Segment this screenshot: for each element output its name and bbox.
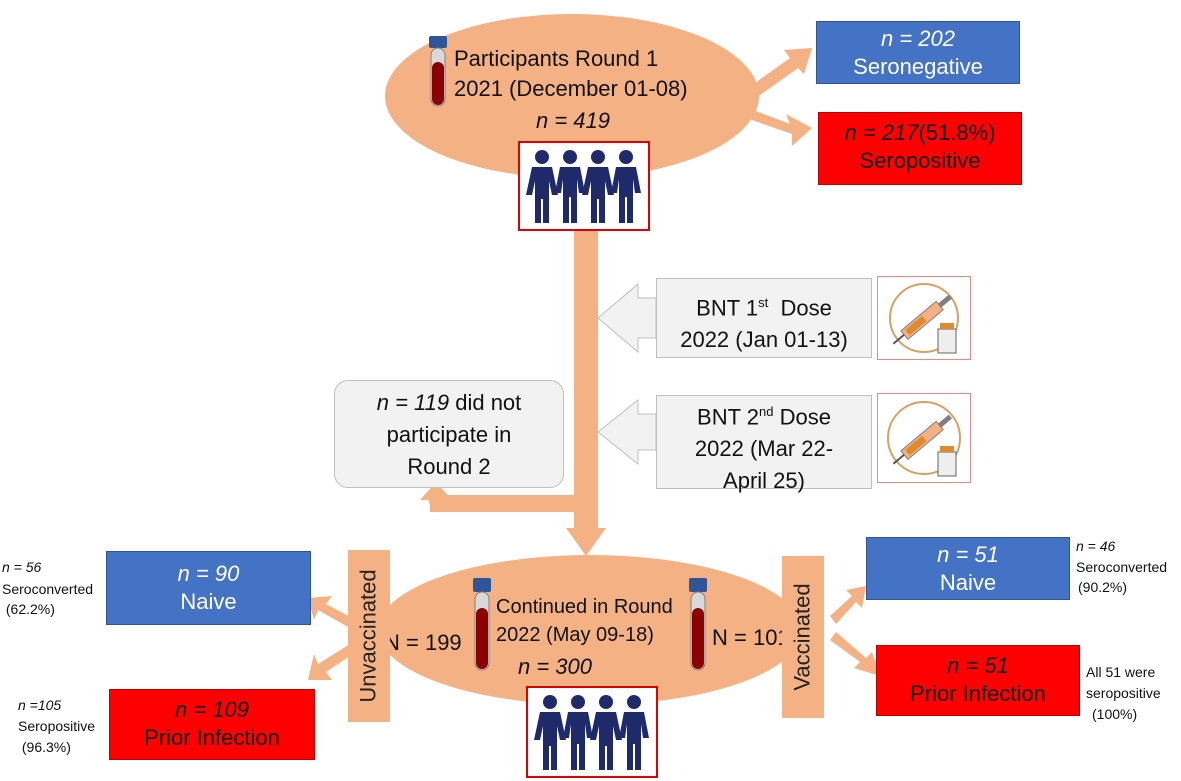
- round1-title-line2: 2021 (December 01-08): [454, 76, 688, 101]
- vaccinated-arrows: [830, 586, 880, 676]
- unvaccinated-naive-n: n = 90: [177, 561, 240, 586]
- test-tube-icon: [428, 36, 448, 115]
- unvaccinated-prior-note-n: n =105: [18, 697, 62, 713]
- seronegative-n: n = 202: [880, 26, 955, 51]
- vaccinated-naive-note-pct: (90.2%): [1078, 579, 1128, 595]
- unvaccinated-prior-n: n = 109: [174, 697, 249, 722]
- vaccinated-count: N = 101: [712, 625, 790, 650]
- vaccinated-label: Vaccinated: [782, 556, 824, 718]
- seropositive-box: n = 217(51.8%) Seropositive: [818, 112, 1022, 185]
- vertical-connector: [574, 228, 598, 528]
- vaccinated-prior-box: n = 51 Prior Infection: [876, 645, 1080, 716]
- dose2-box: BNT 2nd Dose 2022 (Mar 22- April 25): [656, 395, 872, 493]
- dropout-line2: participate in: [386, 422, 512, 447]
- dropout-box: n = 119 did not participate in Round 2: [334, 380, 564, 488]
- unvaccinated-naive-box: n = 90 Naive: [106, 551, 311, 625]
- dose1-arrow: [597, 282, 657, 354]
- dose1-suffix: Dose: [768, 295, 832, 321]
- seropositive-n: n = 217: [844, 120, 919, 145]
- people-group-icon: [518, 141, 650, 231]
- vaccinated-naive-note-label: Seroconverted: [1076, 559, 1168, 575]
- round1-split-arrows: [748, 48, 812, 146]
- arrow-down-round2: [566, 528, 606, 556]
- dose1-box: BNT 1st Dose 2022 (Jan 01-13): [656, 278, 872, 358]
- dropout-line1-rest: did not: [449, 390, 522, 415]
- unvaccinated-label: Unvaccinated: [348, 550, 390, 722]
- vaccine-syringe-icon: [877, 276, 971, 360]
- vaccinated-prior-n: n = 51: [947, 653, 1009, 678]
- seronegative-label: Seronegative: [853, 54, 983, 79]
- unvaccinated-naive-note-label: Seroconverted: [2, 581, 94, 597]
- vaccinated-naive-box: n = 51 Naive: [866, 537, 1070, 600]
- round1-title-line1: Participants Round 1: [454, 46, 659, 71]
- test-tube-icon: [472, 578, 492, 679]
- people-group-icon: [526, 686, 658, 778]
- dropout-n: n = 119: [376, 390, 450, 415]
- vaccinated-prior-label: Prior Infection: [910, 681, 1046, 706]
- dose1-date: 2022 (Jan 01-13): [680, 327, 848, 353]
- vaccinated-prior-note-line1: All 51 were: [1086, 664, 1156, 680]
- round2-n: n = 300: [518, 654, 593, 679]
- unvaccinated-count: N = 199: [384, 630, 462, 655]
- dropout-line3: Round 2: [407, 454, 491, 479]
- unvaccinated-naive-note-pct: (62.2%): [2, 601, 55, 617]
- dose1-sup: st: [758, 295, 769, 310]
- unvaccinated-prior-note-pct: (96.3%): [18, 739, 71, 755]
- round2-title-line2: 2022 (May 09-18): [496, 624, 654, 646]
- dose2-prefix: BNT 2: [697, 404, 759, 430]
- round1-ellipse: [385, 14, 759, 178]
- vaccinated-prior-note-line2: seropositive: [1086, 685, 1161, 701]
- unvaccinated-naive-label: Naive: [180, 589, 237, 614]
- vaccinated-prior-note-line3: (100%): [1092, 706, 1138, 722]
- round1-n: n = 419: [536, 108, 611, 133]
- unvaccinated-prior-label: Prior Infection: [144, 725, 280, 750]
- seropositive-label: Seropositive: [859, 148, 981, 173]
- vaccinated-naive-label: Naive: [939, 570, 997, 595]
- dose2-sup: nd: [759, 404, 774, 419]
- unvaccinated-prior-note-label: Seropositive: [18, 718, 96, 734]
- dose2-suffix: Dose: [773, 404, 831, 430]
- unvaccinated-prior-box: n = 109 Prior Infection: [109, 689, 315, 760]
- dose1-prefix: BNT 1: [696, 295, 759, 321]
- seropositive-pct: (51.8%): [918, 120, 996, 145]
- vaccinated-naive-n: n = 51: [937, 542, 999, 567]
- dose2-date-line2: 2022 (Mar 22-: [694, 436, 834, 462]
- vaccine-syringe-icon: [877, 393, 971, 483]
- unvaccinated-arrows: [308, 596, 356, 680]
- dose2-arrow: [597, 398, 657, 466]
- dose2-date-line3: April 25): [723, 468, 805, 494]
- unvaccinated-naive-note-n: n = 56: [2, 559, 42, 575]
- test-tube-icon: [688, 578, 708, 679]
- round2-title-line1: Continued in Round: [496, 596, 673, 618]
- seronegative-box: n = 202 Seronegative: [816, 21, 1020, 84]
- vaccinated-naive-note-n: n = 46: [1076, 538, 1116, 554]
